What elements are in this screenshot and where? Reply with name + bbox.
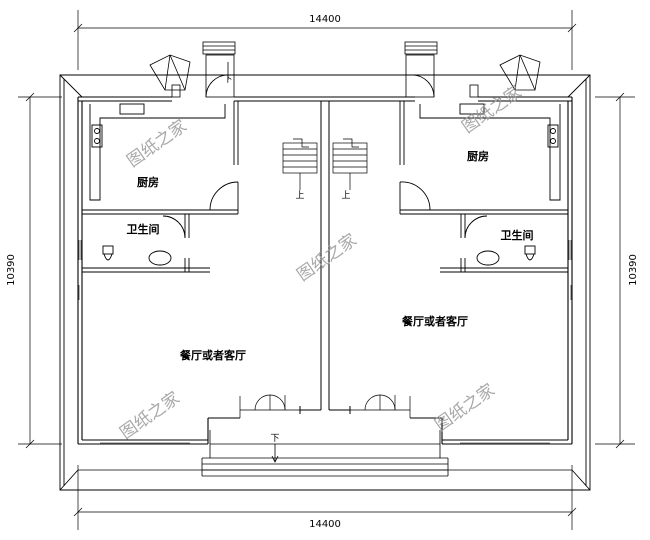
central-party-wall [299,101,351,414]
kitchen-right-label: 厨房 [467,149,489,163]
dimension-right: 10390 [628,254,639,286]
bath-left-label: 卫生间 [127,222,160,236]
bath-left-walls [82,214,210,273]
windows [78,240,572,444]
watermark: 图纸之家 [117,388,184,443]
living-left-label: 餐厅或者客厅 [179,348,246,362]
rear-down-mark-left: 下 [223,75,232,85]
dimension-lines [18,10,635,530]
kitchen-right-walls [399,101,568,215]
rear-stair-right [404,41,541,98]
dimension-left: 10390 [6,254,17,286]
kitchen-left-label: 厨房 [137,175,159,189]
living-right-label: 餐厅或者客厅 [401,314,468,328]
kitchen-left-walls [82,101,239,215]
watermark: 图纸之家 [459,82,526,137]
watermark: 图纸之家 [432,380,499,435]
watermark: 图纸之家 [294,230,361,285]
bath-right-label: 卫生间 [501,228,534,242]
stair-up-left: 上 [295,190,304,201]
dimension-bottom: 14400 [309,519,341,530]
front-doors [239,394,411,418]
central-stairs [282,138,368,190]
watermark: 图纸之家 [124,116,191,171]
stair-up-right: 上 [341,190,350,201]
front-porch [201,430,449,477]
dimension-top: 14400 [309,14,341,25]
exterior-walls [77,96,573,445]
bath-right-walls [440,214,568,273]
rear-stair-left [149,41,236,98]
porch-down-mark: 下 [270,434,279,444]
